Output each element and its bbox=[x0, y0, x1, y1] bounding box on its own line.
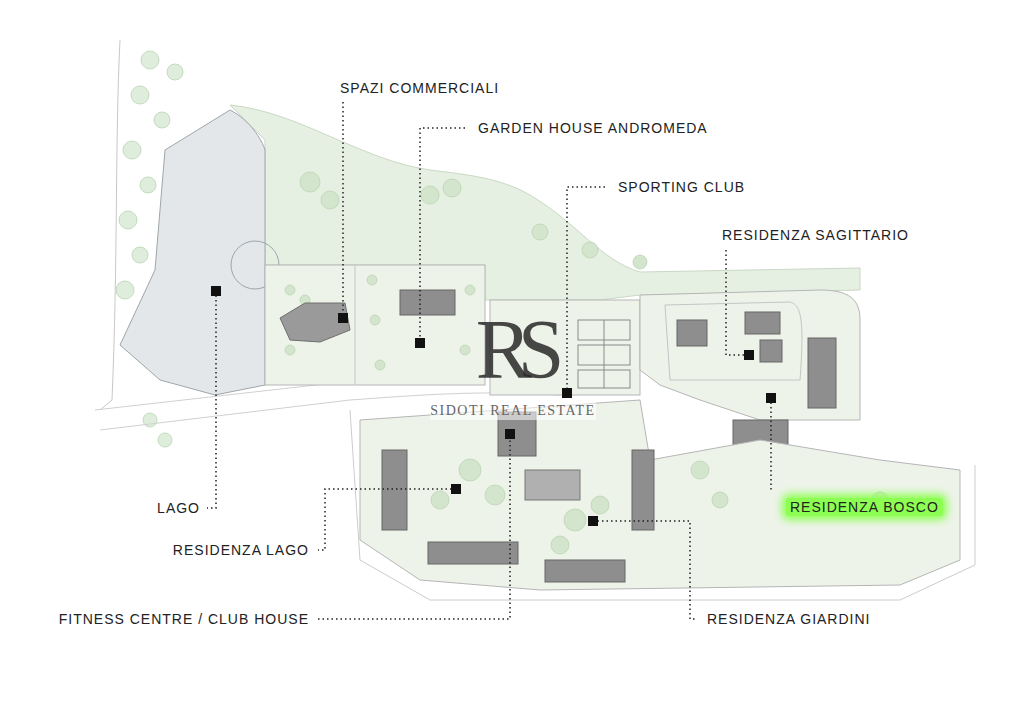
place-label: LAGO bbox=[157, 499, 200, 517]
place-label: FITNESS CENTRE / CLUB HOUSE bbox=[59, 610, 309, 628]
watermark: SIDOTI REAL ESTATE bbox=[430, 402, 595, 420]
place-label: RESIDENZA SAGITTARIO bbox=[722, 226, 909, 244]
place-label: RESIDENZA GIARDINI bbox=[707, 610, 870, 628]
logo-watermark: RS bbox=[476, 305, 551, 395]
highlighted-label: RESIDENZA BOSCO bbox=[786, 498, 943, 516]
place-label: SPORTING CLUB bbox=[618, 178, 745, 196]
place-label: SPAZI COMMERCIALI bbox=[340, 79, 499, 97]
place-label: RESIDENZA LAGO bbox=[173, 541, 309, 559]
place-label: GARDEN HOUSE ANDROMEDA bbox=[478, 119, 708, 137]
